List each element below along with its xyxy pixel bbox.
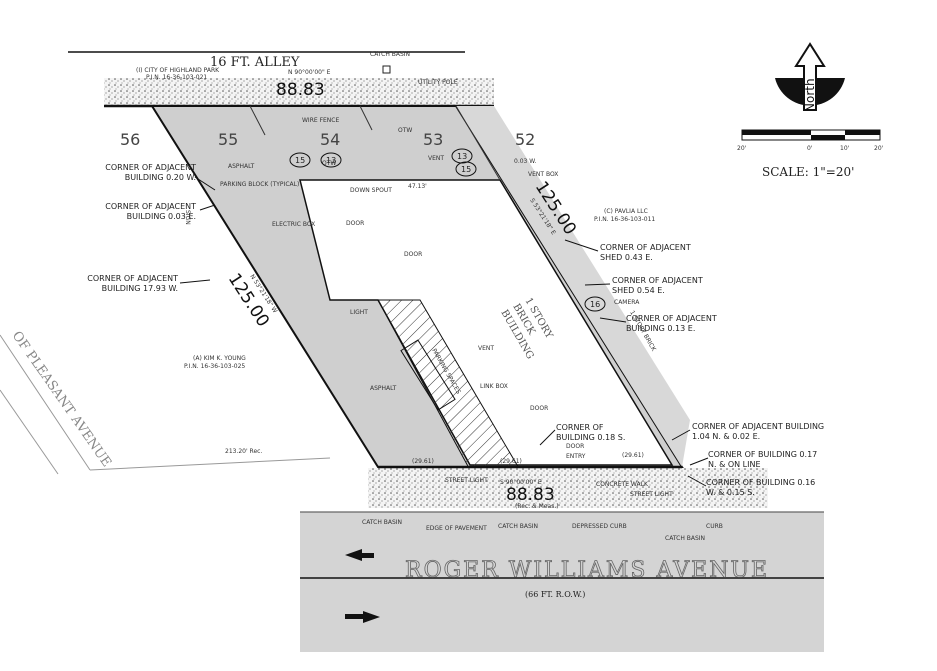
alley-label: 16 FT. ALLEY [210,55,300,70]
parking-count-2: 13 [457,152,467,161]
scale-bar: 20' 0' 10' 20' SCALE: 1"=20' [737,129,884,179]
lot-55: 55 [218,130,238,149]
lot-54: 54 [320,130,340,149]
rec-213-label: 213.20' Rec. [225,448,262,455]
alley: 16 FT. ALLEY N 90°00'00" E 88.83 (I) CIT… [68,51,494,108]
north-label: North [803,78,817,112]
camera-label: CAMERA [614,299,640,306]
vent-box-label: VENT BOX [528,171,558,178]
street-rec-meas: (Rec. & Meas.) [515,503,559,510]
wire-fence-label: WIRE FENCE [302,117,339,124]
small-003: 0.03 W. [514,158,537,165]
seg-1: (29.61) [412,458,434,465]
door4-label: DOOR [566,443,584,450]
parking-block-label: PARKING BLOCK (TYPICAL) [220,181,299,188]
lot-52: 52 [515,130,535,149]
alley-pavement [104,78,494,106]
lot-56: 56 [120,130,140,149]
alley-catch-basin: CATCH BASIN [370,51,410,58]
asphalt-south: ASPHALT [370,385,397,392]
asphalt-north: ASPHALT [228,163,255,170]
street-light-1: STREET LIGHT [445,477,488,484]
parking-count-1: 13 [326,156,336,165]
link-box-label: LINK BOX [480,383,508,390]
parking-counts: 15 13 13 15 16 [289,148,606,312]
door1-label: DOOR [346,220,364,227]
street-row: (66 FT. R.O.W.) [525,590,585,599]
corner-notes [179,176,709,487]
scale-tick-1: 0' [807,145,813,152]
vent-label: VENT [428,155,444,162]
scale-tick-0: 20' [737,145,747,152]
east-pin: P.I.N. 16-36-103-011 [594,216,655,223]
seg-2: (29.61) [500,458,522,465]
pleasant-avenue-edge: OF PLEASANT AVENUE 213.20' Rec. [0,329,331,475]
concrete-walk-label: CONCRETE WALK [596,481,649,488]
vent2-label: VENT [478,345,494,352]
door2-label: DOOR [404,251,422,258]
sign-label: SIGN [184,210,191,225]
alley-bearing: N 90°00'00" E [288,69,331,76]
alley-owner-pin: P.I.N. 16-36-103-021 [146,74,207,81]
otw2-label: OTW [322,160,336,167]
street-name: ROGER WILLIAMS AVENUE [405,558,769,583]
scale-tick-2: 10' [840,145,850,152]
catch-basin-1: CATCH BASIN [362,519,402,526]
catch-basin-3: CATCH BASIN [665,535,705,542]
note-1: CORNER OF ADJACENT BUILDING 0.03 E. [105,202,196,221]
scale-tick-3: 20' [874,145,884,152]
north-arrow-icon: North [775,42,845,112]
street-dimension: 88.83 [506,485,555,505]
note-3: CORNER OF ADJACENT SHED 0.43 E. [600,243,691,262]
west-owner: (A) KIM K. YOUNG [193,355,246,362]
seg-3: (29.61) [622,452,644,459]
west-pin: P.I.N. 16-36-103-025 [184,363,245,370]
roger-williams-avenue [300,512,824,652]
scale-label: SCALE: 1"=20' [762,165,854,179]
note-8: CORNER OF BUILDING 0.17 N. & ON LINE [708,450,818,469]
lot-lines [249,105,501,181]
entry-label: ENTRY [566,453,586,460]
light1-label: LIGHT [350,309,368,316]
note-5: CORNER OF ADJACENT BUILDING 0.13 E. [626,314,717,333]
edge-pavement: EDGE OF PAVEMENT [426,525,487,532]
building-dim-north: 47.13' [408,183,427,190]
note-4: CORNER OF ADJACENT SHED 0.54 E. [612,276,703,295]
east-arrow-shaft [345,614,365,619]
catch-basin-icon [382,65,391,74]
west-arrow-shaft [360,553,374,558]
adjacent-lot-strip [456,106,690,467]
parking-count-3: 15 [461,165,471,174]
note-2: CORNER OF ADJACENT BUILDING 17.93 W. [87,274,178,293]
parking-count-4: 16 [590,300,600,309]
parking-space-block [400,339,456,411]
catch-basin-2: CATCH BASIN [498,523,538,530]
concrete-walk [368,468,768,508]
note-9: CORNER OF BUILDING 0.16 W. & 0.15 S. [706,478,816,497]
parking-count-0: 15 [295,156,305,165]
pleasant-avenue-label: OF PLEASANT AVENUE [9,329,114,470]
note-6: CORNER OF BUILDING 0.18 S. [556,423,626,442]
street-light-2: STREET LIGHT [630,491,673,498]
west-arrow-icon [345,549,362,561]
note-0: CORNER OF ADJACENT BUILDING 0.20 W. [105,163,196,182]
curb-label: CURB [706,523,723,530]
otw-label: OTW [398,127,412,134]
utility-pole-label: UTILITY POLE [418,79,458,86]
east-owner: (C) PAVLIA LLC [604,208,648,215]
elec-box-label: ELECTRIC BOX [272,221,315,228]
lot-53: 53 [423,130,443,149]
east-arrow-icon [363,611,380,623]
down-spout-label: DOWN SPOUT [350,187,392,194]
depressed-curb: DEPRESSED CURB [572,523,627,530]
note-7: CORNER OF ADJACENT BUILDING 1.04 N. & 0.… [692,422,825,441]
street-bearing: S 90°00'00" E [500,479,542,486]
door3-label: DOOR [530,405,548,412]
alley-owner: (I) CITY OF HIGHLAND PARK [136,67,220,74]
alley-dimension: 88.83 [276,80,325,100]
